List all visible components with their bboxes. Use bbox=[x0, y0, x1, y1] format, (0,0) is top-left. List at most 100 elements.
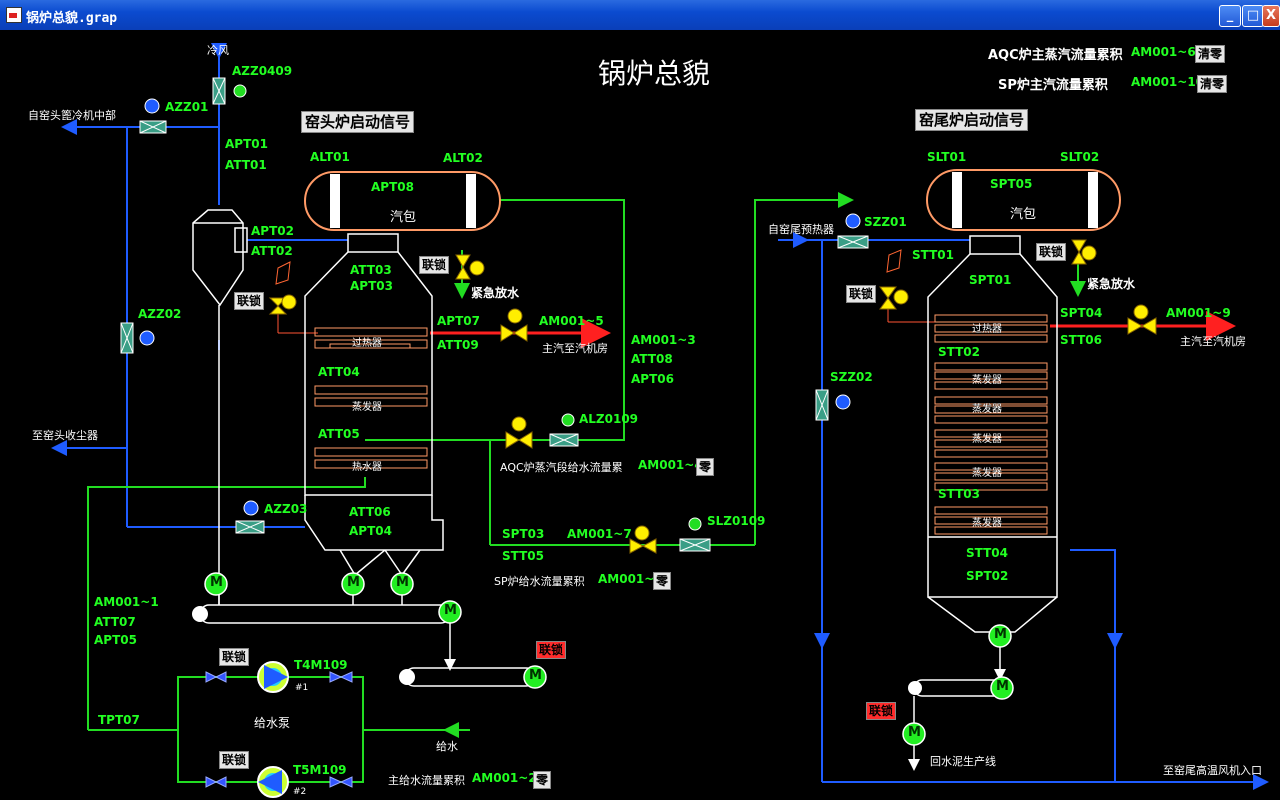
aqc-superheater-interlock-button[interactable]: 联锁 bbox=[234, 292, 265, 310]
sp-superheater-interlock-button[interactable]: 联锁 bbox=[846, 285, 877, 303]
motor-icons bbox=[204, 572, 1014, 746]
pump2-number: #2 bbox=[293, 787, 307, 797]
tag-am001-7[interactable]: AM001~7 bbox=[567, 527, 632, 541]
aqc-feedwater-total-tag[interactable]: AM001~4 bbox=[638, 458, 703, 472]
tag-tpt07[interactable]: TPT07 bbox=[98, 713, 140, 727]
tag-apt04[interactable]: APT04 bbox=[349, 524, 392, 538]
tag-apt08[interactable]: APT08 bbox=[371, 180, 414, 194]
tag-spt05[interactable]: SPT05 bbox=[990, 177, 1033, 191]
tag-alz0109[interactable]: ALZ0109 bbox=[579, 412, 639, 426]
maximize-button[interactable]: □ bbox=[1242, 5, 1264, 27]
tag-att08[interactable]: ATT08 bbox=[631, 352, 673, 366]
tag-stt03[interactable]: STT03 bbox=[938, 487, 980, 501]
tag-stt02[interactable]: STT02 bbox=[938, 345, 980, 359]
tag-azz03[interactable]: AZZ03 bbox=[264, 502, 308, 516]
tag-spt02[interactable]: SPT02 bbox=[966, 569, 1009, 583]
kiln-head-cooler-label: 自窑头篦冷机中部 bbox=[28, 109, 116, 122]
aqc-steam-total-tag: AM001~6 bbox=[1131, 45, 1196, 59]
conveyor-interlock-button[interactable]: 联锁 bbox=[536, 641, 567, 659]
sp-feedwater-total-tag[interactable]: AM001~8 bbox=[598, 572, 663, 586]
tag-slt01[interactable]: SLT01 bbox=[927, 150, 967, 164]
sp-emergency-drain-label: 紧急放水 bbox=[1087, 277, 1136, 291]
aqc-feedwater-total-label: AQC炉蒸汽段给水流量累 bbox=[500, 461, 623, 474]
app-icon bbox=[6, 7, 22, 23]
tag-alt02[interactable]: ALT02 bbox=[443, 151, 483, 165]
pump-valve-icons bbox=[205, 671, 353, 788]
minimize-button[interactable]: _ bbox=[1219, 5, 1241, 27]
tag-att04[interactable]: ATT04 bbox=[318, 365, 360, 379]
tag-att07[interactable]: ATT07 bbox=[94, 615, 136, 629]
tag-spt04[interactable]: SPT04 bbox=[1060, 306, 1103, 320]
sp-drain-interlock-button[interactable]: 联锁 bbox=[1036, 243, 1067, 261]
aqc-steam-reset-button[interactable]: 清零 bbox=[1195, 45, 1226, 63]
sp-evaporator-label-1: 蒸发器 bbox=[972, 375, 1002, 386]
tag-att05[interactable]: ATT05 bbox=[318, 427, 360, 441]
tag-apt05[interactable]: APT05 bbox=[94, 633, 137, 647]
tag-azz02[interactable]: AZZ02 bbox=[138, 307, 182, 321]
tag-azz0409[interactable]: AZZ0409 bbox=[232, 64, 293, 78]
pump1-interlock-button[interactable]: 联锁 bbox=[219, 648, 250, 666]
tag-att03[interactable]: ATT03 bbox=[350, 263, 392, 277]
tag-apt01[interactable]: APT01 bbox=[225, 137, 268, 151]
tag-spt01[interactable]: SPT01 bbox=[969, 273, 1012, 287]
sp-steam-total-label: SP炉主汽流量累积 bbox=[998, 78, 1108, 93]
tag-att06[interactable]: ATT06 bbox=[349, 505, 391, 519]
main-feedwater-reset-button[interactable]: 零 bbox=[533, 771, 552, 789]
tag-stt05[interactable]: STT05 bbox=[502, 549, 544, 563]
sp-air-lines bbox=[778, 239, 1269, 790]
motor-glyph: M bbox=[396, 575, 409, 590]
sp-steam-reset-button[interactable]: 清零 bbox=[1197, 75, 1228, 93]
tag-apt03[interactable]: APT03 bbox=[350, 279, 393, 293]
tag-szz01[interactable]: SZZ01 bbox=[864, 215, 907, 229]
sp-feedwater-reset-button[interactable]: 零 bbox=[653, 572, 672, 590]
tag-apt06[interactable]: APT06 bbox=[631, 372, 674, 386]
tag-apt07[interactable]: APT07 bbox=[437, 314, 480, 328]
sp-preheater-label: 自窑尾预热器 bbox=[768, 223, 834, 236]
close-button[interactable]: X bbox=[1262, 5, 1280, 27]
motor-glyph: M bbox=[444, 603, 457, 618]
tag-slz0109[interactable]: SLZ0109 bbox=[707, 514, 766, 528]
tag-att09[interactable]: ATT09 bbox=[437, 338, 479, 352]
tag-spt03[interactable]: SPT03 bbox=[502, 527, 545, 541]
tag-stt01[interactable]: STT01 bbox=[912, 248, 954, 262]
feed-water-label: 给水 bbox=[436, 740, 458, 753]
tag-szz02[interactable]: SZZ02 bbox=[830, 370, 873, 384]
sp-main-steam-label: 主汽至汽机房 bbox=[1180, 335, 1246, 348]
sp-fan-inlet-label: 至窑尾高温风机入口 bbox=[1163, 764, 1262, 777]
window-title: 锅炉总貌.grap bbox=[26, 11, 118, 26]
aqc-drain-interlock-button[interactable]: 联锁 bbox=[419, 256, 450, 274]
tag-stt06[interactable]: STT06 bbox=[1060, 333, 1102, 347]
pump2-interlock-button[interactable]: 联锁 bbox=[219, 751, 250, 769]
tag-am001-3[interactable]: AM001~3 bbox=[631, 333, 696, 347]
tag-t4m109[interactable]: T4M109 bbox=[294, 658, 348, 672]
aqc-start-signal-button[interactable]: 窑头炉启动信号 bbox=[301, 111, 415, 133]
tag-slt02[interactable]: SLT02 bbox=[1060, 150, 1100, 164]
sp-evaporator-label-2: 蒸发器 bbox=[972, 404, 1002, 415]
motor-glyph: M bbox=[908, 725, 921, 740]
sp-superheater-label: 过热器 bbox=[972, 324, 1002, 335]
damper-icons bbox=[120, 77, 869, 552]
tag-apt02[interactable]: APT02 bbox=[251, 224, 294, 238]
sp-steam-total-tag: AM001~10 bbox=[1131, 75, 1205, 89]
motor-glyph: M bbox=[529, 668, 542, 683]
tag-t5m109[interactable]: T5M109 bbox=[293, 763, 347, 777]
tag-am001-9[interactable]: AM001~9 bbox=[1166, 306, 1231, 320]
aqc-conveyor bbox=[199, 580, 536, 687]
aqc-feedwater-reset-button[interactable]: 零 bbox=[696, 458, 715, 476]
tag-alt01[interactable]: ALT01 bbox=[310, 150, 350, 164]
motor-glyph: M bbox=[996, 679, 1009, 694]
sp-coils bbox=[934, 314, 1048, 535]
tag-azz01[interactable]: AZZ01 bbox=[165, 100, 209, 114]
sp-start-signal-button[interactable]: 窑尾炉启动信号 bbox=[915, 109, 1029, 131]
tag-att02[interactable]: ATT02 bbox=[251, 244, 293, 258]
tag-am001-5[interactable]: AM001~5 bbox=[539, 314, 604, 328]
aqc-water-lines bbox=[87, 199, 845, 783]
sp-return-interlock-button[interactable]: 联锁 bbox=[866, 702, 897, 720]
main-feedwater-total-tag[interactable]: AM001~2 bbox=[472, 771, 537, 785]
motor-glyph: M bbox=[210, 575, 223, 590]
aqc-emergency-drain-label: 紧急放水 bbox=[471, 286, 520, 300]
tag-am001-1[interactable]: AM001~1 bbox=[94, 595, 159, 609]
tag-stt04[interactable]: STT04 bbox=[966, 546, 1008, 560]
damper-actuator-icons bbox=[139, 98, 861, 516]
tag-att01[interactable]: ATT01 bbox=[225, 158, 267, 172]
